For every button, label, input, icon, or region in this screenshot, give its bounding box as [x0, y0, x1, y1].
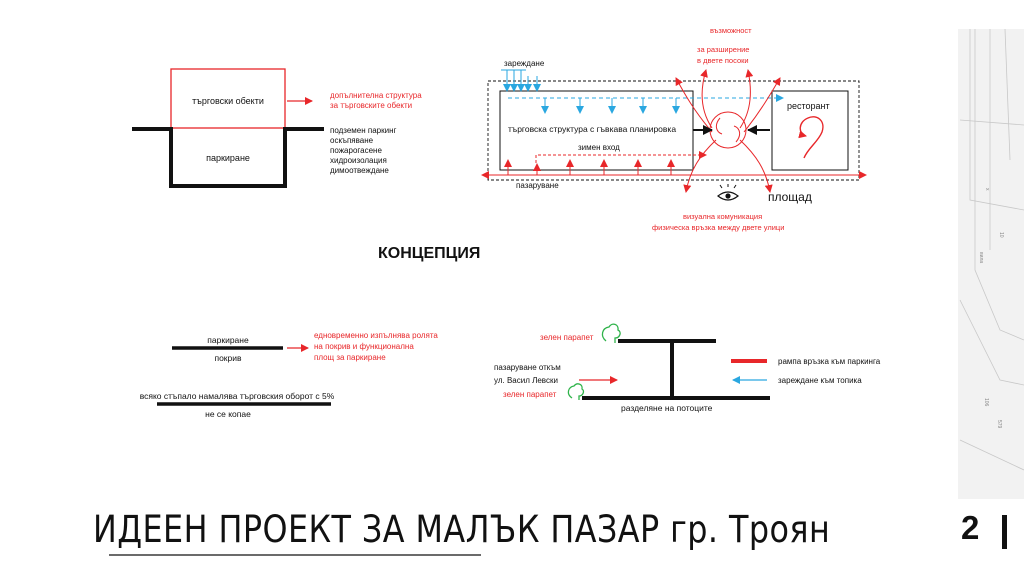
map-label: вила: [978, 252, 984, 263]
section-split-levels: зелен парапет пазаруване откъм ул. Васил…: [494, 323, 881, 413]
expand-note-1: възможност: [710, 26, 752, 35]
eye-icon: [717, 184, 739, 201]
main-structure-label: търговска структура с гъвкава планировка: [508, 124, 676, 134]
site-plan-panel: [958, 29, 1024, 499]
black-note-1: подземен паркинг: [330, 126, 397, 135]
flow-split-label: разделяне на потоците: [621, 403, 713, 413]
roof-label: покрив: [214, 353, 242, 363]
map-label: 106: [983, 398, 989, 407]
ramp-label: рампа връзка към паркинга: [778, 357, 881, 366]
retail-box: [170, 68, 286, 129]
expand-note-2: за разширение: [697, 45, 749, 54]
loading-label: зареждане: [504, 59, 545, 68]
hub-circle: [709, 111, 747, 149]
title-underline: [109, 554, 481, 556]
section-roof-parking: паркиране покрив едновременно изпълнява …: [140, 331, 439, 419]
winter-entry-route: [535, 154, 558, 163]
map-label: 579: [996, 420, 1002, 429]
step-note: всяко стъпало намалява търговския оборот…: [140, 391, 335, 401]
blue-drop-arrows: [541, 98, 680, 114]
shopping-label: пазаруване: [516, 181, 559, 190]
shopping-entry-arrows: [504, 159, 675, 175]
restaurant-box: [771, 90, 849, 171]
box-top-label: търговски обекти: [192, 96, 264, 106]
expand-note-3: в двете посоки: [697, 56, 749, 65]
visual-note-1: визуална комуникация: [683, 212, 762, 221]
roof-note-1: едновременно изпълнява ролята: [314, 331, 438, 340]
no-dig-label: не се копае: [205, 409, 251, 419]
black-note-3: пожарогасене: [330, 146, 382, 155]
loading-topika-label: зареждане към топика: [778, 376, 862, 385]
page-number-bar: [1002, 515, 1007, 549]
square-label: площад: [768, 190, 812, 204]
green-parapet-icon: [601, 323, 621, 343]
site-boundary: [487, 80, 860, 181]
loading-arrows: [501, 69, 541, 92]
site-plan: [959, 28, 1024, 471]
roof-note-3: площ за паркиране: [314, 353, 386, 362]
restaurant-flow-icon: [798, 116, 824, 159]
red-note-1: допълнителна структура: [330, 91, 422, 100]
red-note-2: за търговските обекти: [330, 101, 412, 110]
parking-label: паркиране: [207, 335, 249, 345]
parking-pit-outline: [132, 127, 324, 188]
green-parapet-bottom-label: зелен парапет: [503, 390, 557, 399]
map-label: х: [984, 188, 990, 191]
roof-note-2: на покрив и функционална: [314, 342, 414, 351]
black-note-4: хидроизолация: [330, 156, 387, 165]
concept-heading: КОНЦЕПЦИЯ: [378, 245, 480, 262]
section-plan-scheme: зареждане търговска структура с гъвкава …: [481, 26, 867, 232]
black-note-2: оскъпяване: [330, 136, 374, 145]
winter-entry-label: зимен вход: [578, 143, 620, 152]
green-parapet-icon: [567, 383, 585, 400]
black-note-5: димоотвеждане: [330, 166, 389, 175]
restaurant-label: ресторант: [787, 101, 830, 111]
section-underground-parking: търговски обекти паркиране допълнителна …: [132, 68, 422, 188]
map-label: 10: [998, 232, 1004, 238]
shopping-from-label-2: ул. Васил Левски: [494, 376, 558, 385]
box-bottom-label: паркиране: [206, 153, 250, 163]
visual-note-2: физическа връзка между двете улици: [652, 223, 784, 232]
green-parapet-top-label: зелен парапет: [540, 333, 594, 342]
project-title: ИДЕЕН ПРОЕКТ ЗА МАЛЪК ПАЗАР гр. Троян: [93, 508, 831, 551]
shopping-from-label-1: пазаруване откъм: [494, 363, 561, 372]
page-number: 2: [961, 509, 980, 546]
